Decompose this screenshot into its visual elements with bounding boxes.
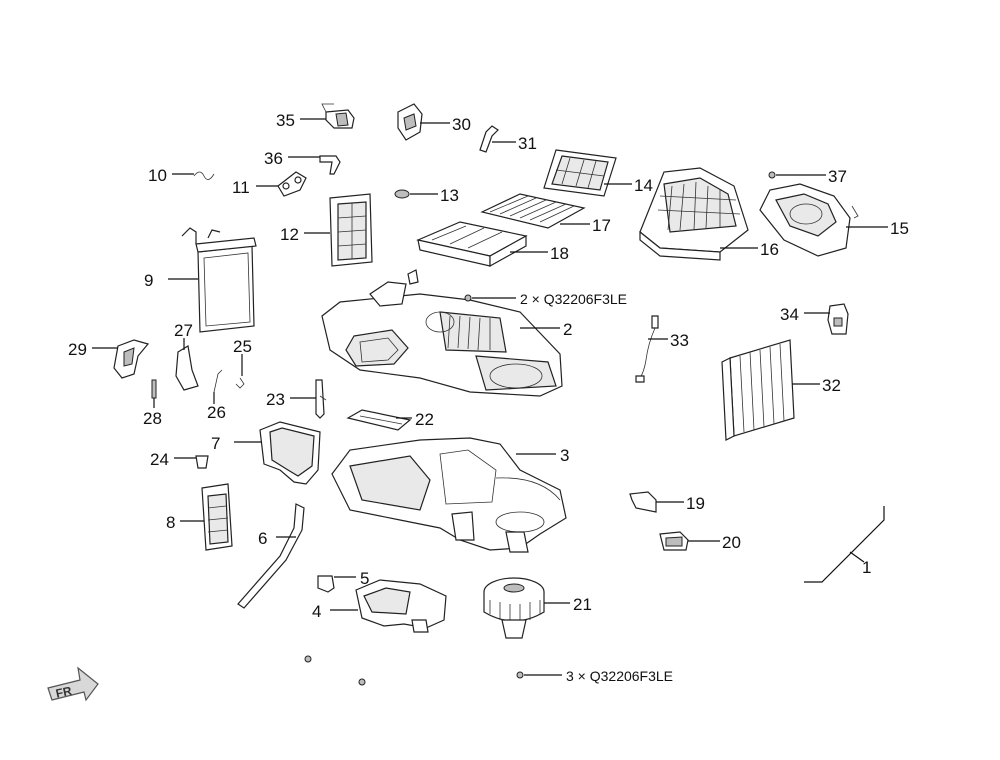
part-10-clip [193,171,215,180]
callout-24: 24 [150,450,169,469]
callout-4: 4 [312,602,321,621]
callout-19: 19 [686,494,705,513]
part-6-drain-hose [237,503,305,609]
part-5-bracket [317,575,335,593]
part-18-filter-tray [416,221,528,268]
part-25-clip [235,377,245,389]
callout-25: 25 [233,337,252,356]
callout-17: 17 [592,216,611,235]
part-31-lever [479,125,499,153]
callout-26: 26 [207,403,226,422]
part-15-blower-housing [759,183,859,257]
part-8-panel [201,483,233,551]
part-24-clip [195,455,209,469]
callout-1: 1 [862,558,871,577]
callout-27: 27 [174,321,193,340]
callout-12: 12 [280,225,299,244]
part-4-blower-case [355,579,447,633]
callout-8: 8 [166,513,175,532]
loose-screws [304,655,524,686]
part-13-plug [394,189,410,199]
callout-35: 35 [276,111,295,130]
callout-18: 18 [550,244,569,263]
callout-28: 28 [143,409,162,428]
part-36-clip [319,155,341,175]
part-22-plate [346,409,412,431]
callout-32: 32 [822,376,841,395]
part-23-link-rod [315,379,327,419]
part-21-blower-motor [483,577,545,639]
front-direction-arrow-icon: FR [47,666,99,702]
callout-6: 6 [258,529,267,548]
callout-13: 13 [440,186,459,205]
part-19-bracket [629,491,657,513]
callout-5: 5 [360,569,369,588]
callout-21: 21 [573,595,592,614]
callout-9: 9 [144,271,153,290]
callout-11: 11 [232,178,250,197]
callout-22: 22 [415,410,434,429]
part-14-filter-frame [543,149,617,197]
part-32-evaporator [721,339,795,441]
part-7-duct [259,421,321,485]
part-35-connector [321,103,355,129]
part-29-bracket [113,339,150,379]
callout-30: 30 [452,115,471,134]
part-9-heater-core [181,227,257,333]
callout-36: 36 [264,149,283,168]
part-11-gasket [277,171,307,197]
callout-2: 2 [563,320,572,339]
part-2-hvac-case-upper [321,269,563,397]
callout-7: 7 [211,434,220,453]
callout-34: 34 [780,305,799,324]
callout-15: 15 [890,219,909,238]
callout-29: 29 [68,340,87,359]
part-26-link [213,369,223,393]
screw-note-lower: 3 × Q32206F3LE [566,668,673,684]
callout-33: 33 [670,331,689,350]
part-20-resistor [659,531,689,551]
part-30-actuator [397,103,423,141]
callout-10: 10 [148,166,167,185]
part-27-arm [175,345,199,391]
part-34-valve [827,303,849,335]
screw-upper [464,294,472,302]
part-33-sensor [635,315,659,383]
callout-14: 14 [634,176,653,195]
callout-23: 23 [266,390,285,409]
callout-3: 3 [560,446,569,465]
part-28-pin [151,379,157,399]
part-1-assembly-indicator [804,506,885,583]
part-12-door-panel [329,193,373,267]
part-17-cabin-filter [480,193,586,229]
part-16-upper-case [639,167,749,261]
callout-20: 20 [722,533,741,552]
screw-note-upper: 2 × Q32206F3LE [520,291,627,307]
part-3-hvac-case-lower [331,437,567,553]
direction-label: FR [54,684,73,701]
callout-37: 37 [828,167,847,186]
callout-16: 16 [760,240,779,259]
callout-31: 31 [518,134,537,153]
part-37-screw [768,171,776,179]
